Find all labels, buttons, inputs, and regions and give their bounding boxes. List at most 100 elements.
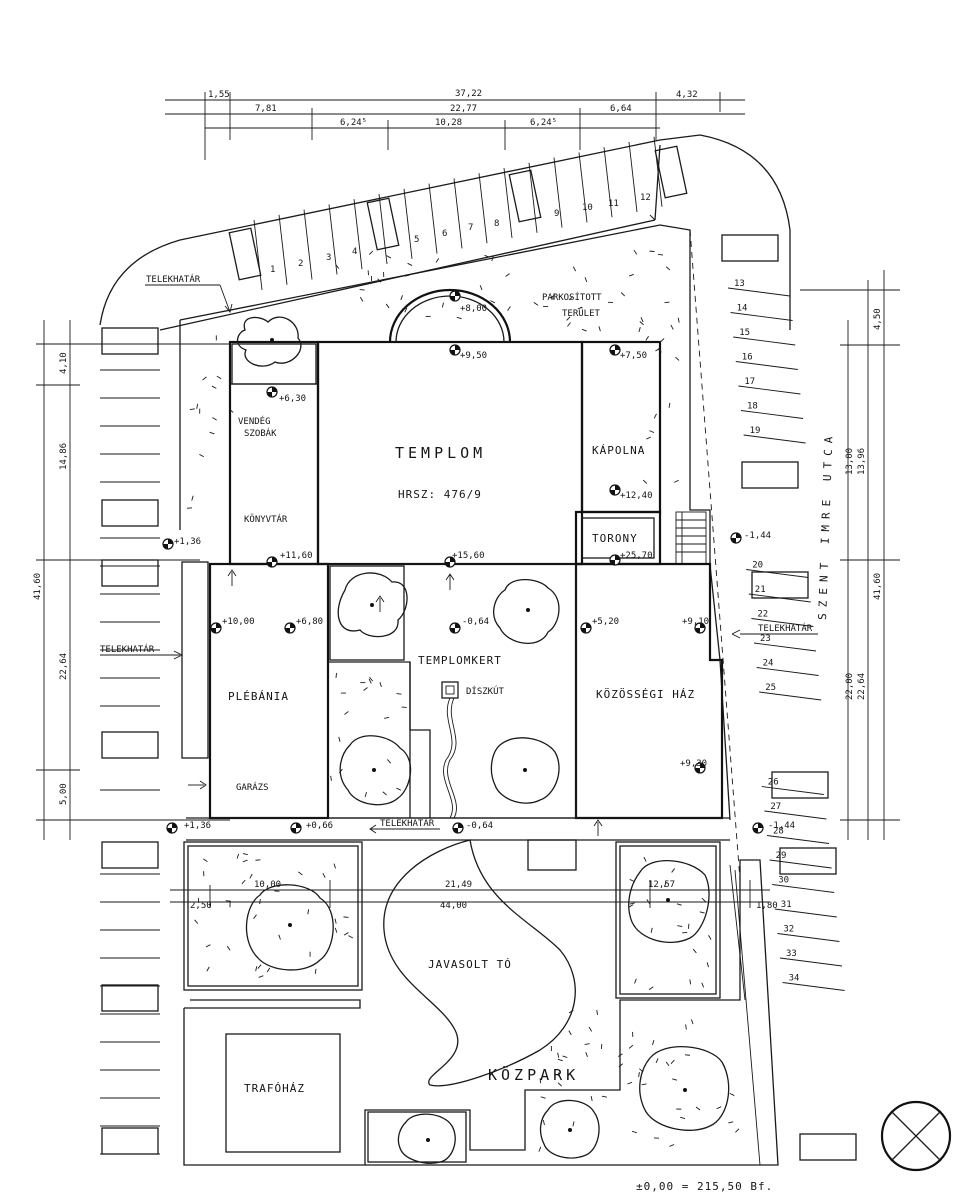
hatch-stroke (330, 775, 332, 781)
hatch-stroke (379, 681, 382, 687)
labels: TEMPLOM HRSZ: 476/9 KÁPOLNA TORONY VENDÉ… (100, 273, 836, 1193)
label-kozossegi: KÖZÖSSÉGI HÁZ (596, 688, 695, 701)
hatch-stroke (618, 1053, 623, 1057)
parking-number: 26 (768, 778, 779, 788)
level-symbol (449, 344, 461, 356)
hatch-stroke (435, 258, 440, 263)
hatch-stroke (695, 1106, 701, 1111)
level-750: +7,50 (620, 351, 647, 361)
hatch-stroke (364, 792, 367, 798)
label-street: SZENT IMRE UTCA (816, 430, 836, 620)
hatch-stroke (690, 1019, 694, 1025)
hatch-stroke (567, 322, 571, 327)
parking-stall-line (735, 361, 798, 370)
parking-number: 11 (608, 199, 619, 209)
label-datum: ±0,00 = 215,50 Bf. (636, 1180, 773, 1193)
hatch-stroke (456, 316, 462, 320)
hatch-stroke (533, 302, 539, 306)
parking-stall-line (278, 214, 288, 285)
planters (101, 145, 857, 1161)
hatch-stroke (706, 962, 709, 968)
hatch-stroke (257, 964, 262, 969)
parking-stall-line (779, 957, 843, 967)
level-symbol (210, 622, 222, 634)
hatch-stroke (663, 882, 667, 887)
level-950: +9,50 (460, 351, 487, 361)
parking-stall-line (378, 193, 388, 265)
hatch-stroke (568, 1010, 574, 1014)
level-symbol (694, 622, 706, 634)
parking-stall-line (603, 147, 613, 218)
hatch-stroke (685, 1024, 687, 1030)
label-garazs: GARÁZS (236, 781, 269, 793)
parking-stall-line (628, 141, 638, 213)
curbs (99, 134, 860, 881)
hatch-stroke (400, 295, 403, 301)
hatch-stroke (253, 914, 257, 919)
hatch-stroke (359, 296, 364, 302)
hatch-stroke (298, 871, 303, 876)
level-144a: -1,44 (744, 531, 771, 541)
label-konyvtar: KÖNYVTÁR (244, 513, 288, 525)
lower-park (183, 839, 779, 1166)
pond (383, 839, 576, 1087)
parking-stall-line (774, 908, 837, 918)
parking-number: 33 (786, 949, 797, 959)
parking-stall-line (730, 312, 793, 321)
dim-right-2264: 22,64 (857, 673, 867, 700)
dim-mid-4400: 44,00 (440, 901, 467, 911)
level-symbol (609, 344, 621, 356)
parking-number: 2 (298, 259, 303, 269)
parking-number: 23 (760, 634, 771, 644)
trafohaz-building (225, 1033, 341, 1153)
label-templomkert: TEMPLOMKERT (418, 654, 502, 667)
trees (236, 316, 730, 1164)
hatch-stroke (588, 1026, 593, 1032)
hatch-stroke (236, 853, 240, 859)
hatch-stroke (404, 274, 411, 277)
label-vendeg: VENDÉG (238, 415, 271, 427)
level-1560: +15,60 (452, 551, 485, 561)
dim-top-2277: 22,77 (450, 104, 477, 114)
middle-dimensions: 10,00 2,50 21,49 44,00 12,57 1,80 (170, 880, 778, 911)
hatch-stroke (386, 255, 392, 259)
hatch-stroke (655, 1058, 659, 1064)
hatch-stroke (633, 249, 638, 255)
hatch-stroke (598, 326, 601, 332)
parking-stall-line (503, 167, 513, 239)
hatch-stroke (549, 297, 555, 299)
parking-number: 21 (755, 585, 766, 595)
hatch-stroke (669, 1144, 675, 1147)
level-064b: -0,64 (466, 821, 493, 831)
label-templom: TEMPLOM (395, 444, 486, 462)
hatch-stroke (660, 338, 665, 343)
hatch-stroke (677, 925, 683, 927)
hatch-stroke (646, 436, 652, 440)
hatch-stroke (664, 301, 670, 304)
hatch-stroke (259, 898, 261, 905)
hatch-stroke (189, 408, 195, 410)
parking-number: 32 (783, 925, 794, 935)
parking-stall-line (553, 157, 563, 228)
parking-number: 9 (554, 209, 559, 219)
label-parkositott: PARKOSÍTOTT (542, 291, 602, 303)
level-1240: +12,40 (620, 491, 653, 501)
parking-number: 13 (734, 279, 745, 289)
hatch-stroke (590, 1096, 593, 1102)
parking-stall-line (769, 859, 832, 869)
entry-arrows (188, 569, 603, 836)
hatch-stroke (258, 975, 264, 978)
hatch-stroke (505, 273, 510, 277)
hatch-stroke (490, 300, 496, 304)
hatch-stroke (682, 931, 688, 934)
hatch-stroke (368, 678, 372, 684)
level-symbol (449, 622, 461, 634)
hatch-stroke (348, 935, 354, 939)
hatch-stroke (677, 317, 680, 323)
hatch-stroke (655, 348, 661, 352)
parking-number: 1 (270, 265, 275, 275)
hatch-stroke (640, 317, 644, 323)
parking-stall-line (751, 618, 814, 627)
parking-number: 3 (326, 253, 331, 263)
dim-left-1486: 14,86 (59, 443, 69, 470)
